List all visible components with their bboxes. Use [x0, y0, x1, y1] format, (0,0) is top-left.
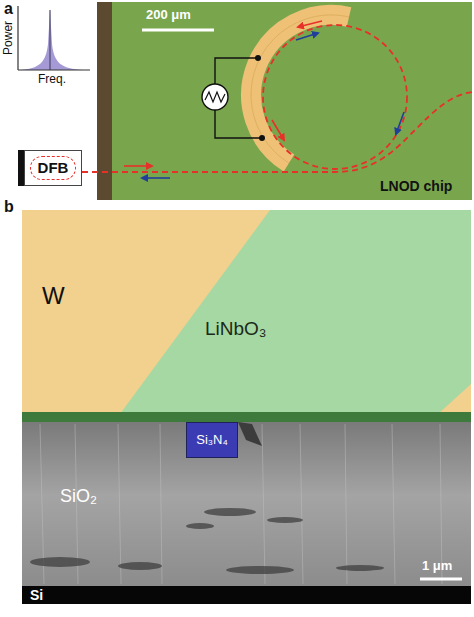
scale-bar [420, 578, 462, 581]
sem-streaks [40, 424, 442, 584]
substrate-layer [22, 586, 471, 604]
axis-line [18, 69, 90, 70]
region-label: LiNbO₃ [205, 318, 267, 340]
wire-dot [259, 135, 265, 141]
wire [215, 110, 262, 138]
interface-layer [22, 412, 471, 422]
scale-bar [142, 29, 214, 32]
chip-edge [97, 2, 112, 200]
electrode [251, 15, 349, 163]
axis-line [17, 6, 18, 70]
spectrum-fill [19, 10, 84, 70]
axis-label: Power [2, 21, 16, 55]
tungsten-region [22, 210, 270, 414]
figure-part [118, 562, 162, 570]
figure-part [392, 424, 395, 584]
axis-label: Freq. [38, 73, 66, 87]
ring-arrow [298, 21, 322, 27]
ring-arrow [296, 33, 318, 40]
ring-arrow [272, 120, 284, 140]
region-label: SiO₂ [60, 486, 97, 507]
region-label: LNOD chip [380, 178, 452, 194]
spectrum-peak [49, 10, 50, 70]
figure-part [30, 557, 90, 567]
linbo3-layer [22, 210, 471, 416]
chip-region: LNOD chip [112, 2, 472, 200]
etch-notch [238, 422, 262, 446]
scale-label: 200 μm [146, 8, 191, 23]
oxide-region: SiO₂ Si₃N₄ [22, 422, 471, 586]
figure-part [118, 424, 121, 584]
nitride-core: Si₃N₄ [186, 422, 238, 458]
wire [215, 58, 258, 84]
triangle-wave [205, 92, 225, 102]
laser-box: DFB [24, 150, 82, 186]
scale-label: 1 μm [422, 559, 452, 574]
region-label: Si₃N₄ [196, 433, 228, 448]
figure-part [160, 424, 162, 584]
region-label: W [42, 282, 65, 310]
bus-waveguide [82, 92, 472, 172]
figure-part [336, 565, 384, 571]
backward-arrow [142, 177, 170, 179]
signal-source [202, 84, 228, 110]
electrode-edge [251, 15, 349, 163]
figure-part [186, 523, 214, 529]
panel-letter: b [4, 198, 14, 216]
region-label: DFB [38, 159, 69, 176]
tungsten-region [438, 384, 471, 414]
panel-letter: a [4, 0, 13, 18]
chip-ground [112, 2, 472, 200]
figure-part [345, 424, 347, 584]
figure-part [226, 566, 294, 574]
figure-part [204, 508, 256, 516]
region-label: Si [30, 587, 43, 603]
ring-resonator [263, 25, 407, 169]
ring-arrow [396, 112, 404, 134]
figure-part [262, 424, 265, 584]
figure-part [267, 517, 303, 523]
figure-part [300, 424, 303, 584]
oxide-layer [22, 422, 471, 586]
sem-texture [30, 508, 384, 574]
wire-dot [255, 55, 261, 61]
forward-arrow [124, 165, 152, 167]
